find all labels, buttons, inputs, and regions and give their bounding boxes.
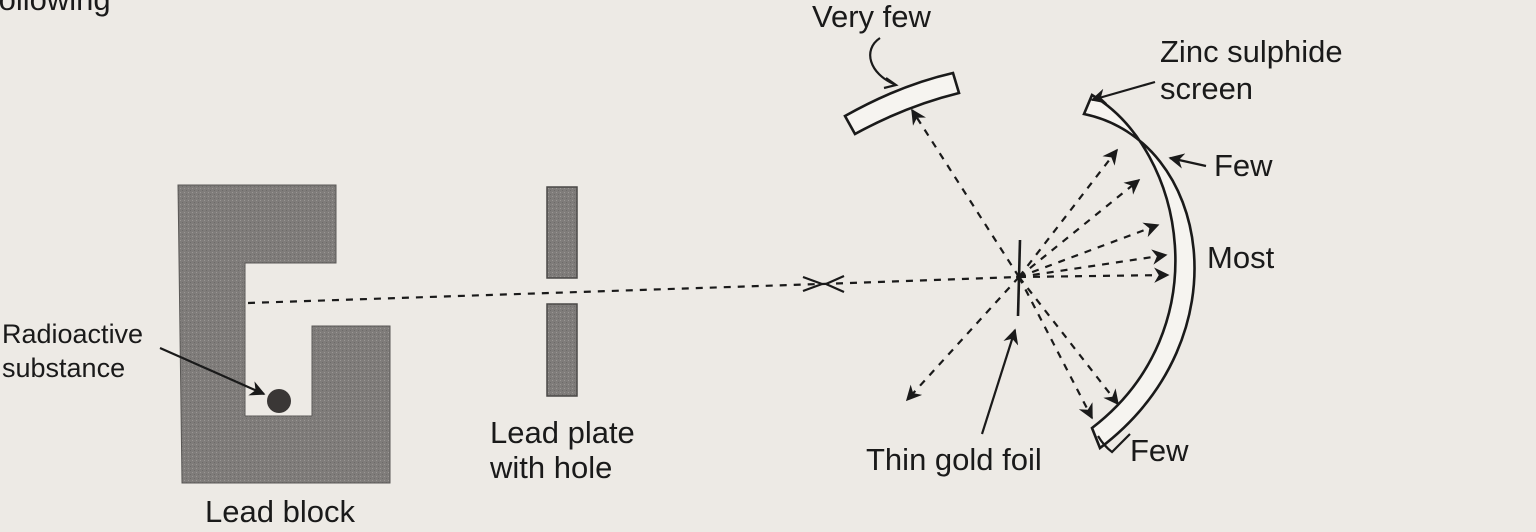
- lead-block: [177, 184, 391, 484]
- top-cut-text: following: [0, 0, 111, 17]
- zinc-sulphide-screen: [1082, 93, 1196, 451]
- few-top-label: Few: [1214, 148, 1273, 183]
- gold-foil-pointer: [980, 328, 1019, 435]
- beam-to-foil: [821, 275, 1019, 286]
- most-label: Most: [1207, 240, 1275, 275]
- few-bottom-label: Few: [1130, 433, 1189, 468]
- zinc-screen-label-line2: screen: [1160, 71, 1253, 106]
- few-bottom-pointer: [1097, 433, 1131, 454]
- zinc-screen-pointer: [1090, 80, 1156, 104]
- very-few-pointer: [869, 37, 895, 86]
- scattered-rays: [905, 108, 1170, 420]
- gold-foil-label: Thin gold foil: [866, 442, 1042, 477]
- radioactive-label-line2: substance: [2, 353, 125, 383]
- radioactive-pointer: [159, 346, 266, 396]
- very-few-screen: [843, 71, 961, 136]
- beam-back-arrow: [823, 274, 845, 294]
- lead-plate-upper: [546, 186, 578, 279]
- lead-plate-label-line1: Lead plate: [490, 415, 635, 450]
- few-top-pointer: [1168, 153, 1207, 169]
- lead-plate-label-line2: with hole: [489, 450, 612, 485]
- lead-block-label: Lead block: [205, 494, 355, 529]
- very-few-label: Very few: [812, 0, 931, 34]
- zinc-screen-label-line1: Zinc sulphide: [1160, 34, 1343, 69]
- radioactive-label-line1: Radioactive: [2, 319, 143, 349]
- lead-plate-lower: [546, 303, 578, 397]
- radioactive-substance: [267, 389, 291, 413]
- alpha-beam: [247, 282, 821, 305]
